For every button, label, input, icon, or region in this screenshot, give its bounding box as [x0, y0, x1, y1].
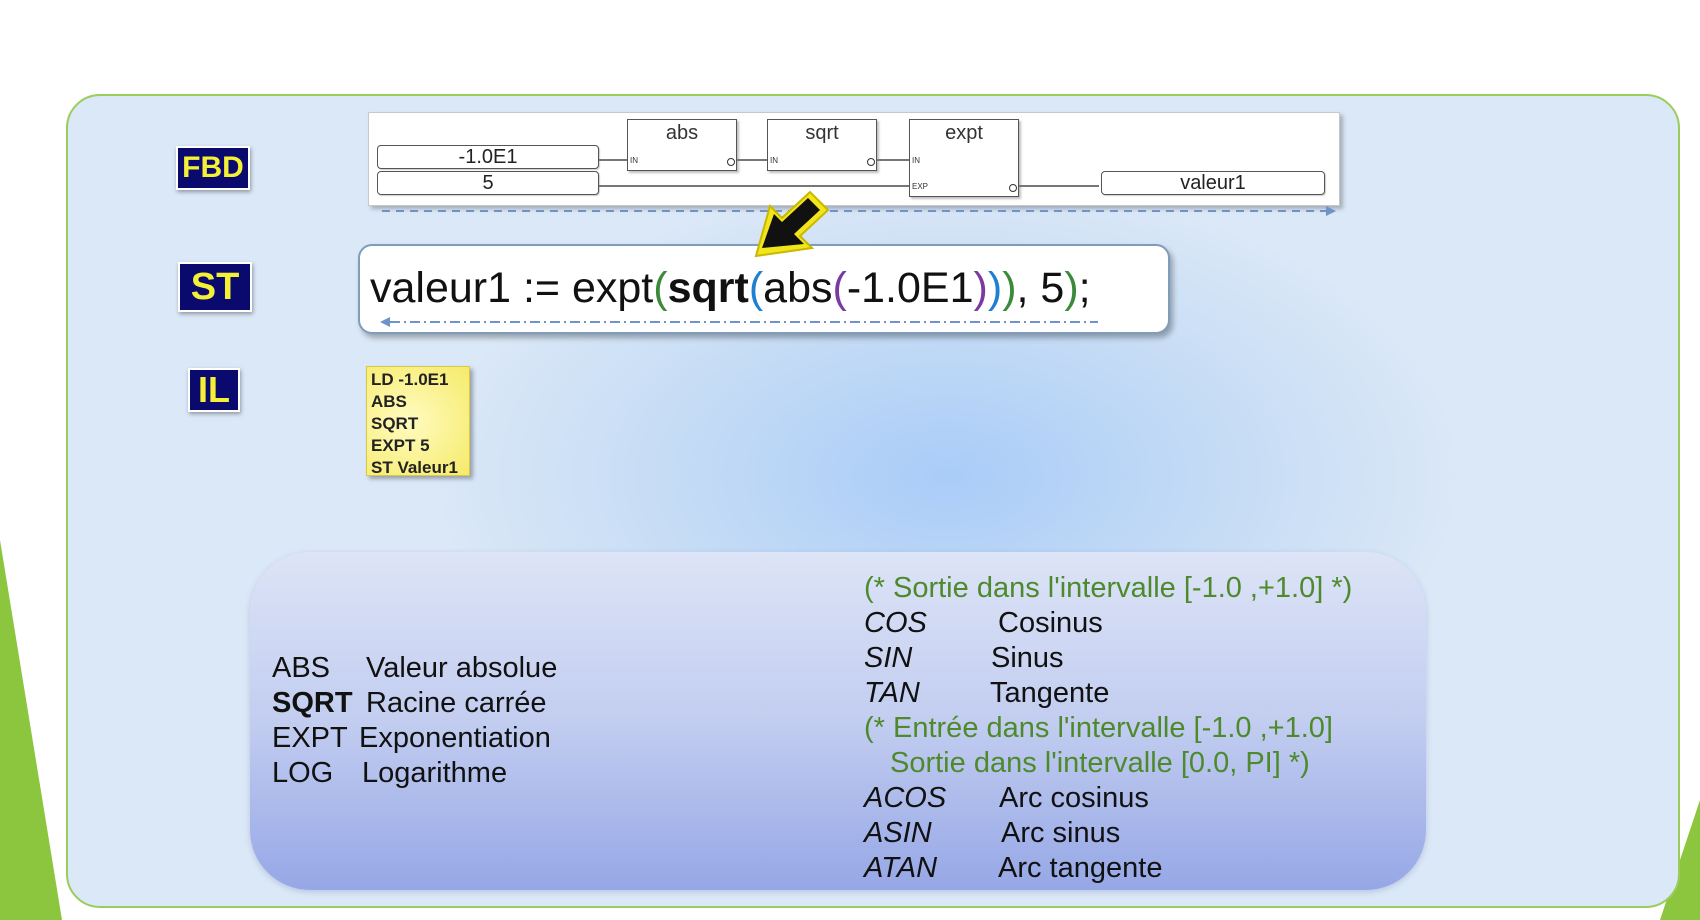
- fbd-flow-arrow: [382, 206, 1336, 216]
- slide-panel: FBD ST IL -1.0E1 5 abs IN sqrt IN expt I…: [66, 94, 1680, 908]
- function-row-asin: ASIN Arc sinus: [864, 817, 1120, 850]
- wire: [877, 159, 909, 161]
- st-label: ST: [178, 262, 252, 312]
- st-code-line: valeur1 := expt(sqrt(abs(-1.0E1))), 5);: [370, 264, 1091, 313]
- function-name: EXPT: [272, 722, 348, 754]
- function-row-sin: SIN Sinus: [864, 642, 1064, 675]
- function-desc: Sinus: [991, 642, 1064, 674]
- il-line: SQRT: [371, 414, 419, 433]
- function-name: ACOS: [864, 782, 947, 814]
- function-desc: Cosinus: [998, 607, 1103, 639]
- function-name: TAN: [864, 677, 920, 709]
- il-line: EXPT 5: [371, 436, 430, 455]
- functions-panel: ABS Valeur absolue SQRT Racine carrée EXPT…: [250, 552, 1426, 890]
- wire: [599, 185, 889, 187]
- st-token: sqrt: [667, 264, 749, 312]
- il-line: ABS: [371, 392, 407, 411]
- st-token: ): [1064, 264, 1079, 312]
- il-label: IL: [188, 368, 240, 412]
- comment-output-range-pi: Sortie dans l'intervalle [0.0, PI] *): [890, 747, 1310, 779]
- fbd-input-2: 5: [377, 171, 599, 195]
- st-token: (: [653, 264, 668, 312]
- st-token: ): [987, 264, 1003, 312]
- fbd-block-name: sqrt: [805, 122, 839, 144]
- st-token: valeur1 := expt: [370, 264, 654, 312]
- function-row-atan: ATAN Arc tangente: [864, 852, 1162, 885]
- fbd-block-sqrt: sqrt IN: [767, 119, 877, 171]
- st-token: ;: [1078, 264, 1091, 312]
- output-pin: [727, 158, 735, 166]
- st-flow-arrow: [380, 317, 1098, 327]
- function-name: ABS: [272, 652, 331, 684]
- wire: [737, 159, 767, 161]
- fbd-output: valeur1: [1101, 171, 1325, 195]
- function-row-sqrt: SQRT Racine carrée: [272, 687, 547, 720]
- wire: [599, 159, 627, 161]
- fbd-input-1: -1.0E1: [377, 145, 599, 169]
- function-row-acos: ACOS Arc cosinus: [864, 782, 1149, 815]
- pin-label: IN: [770, 156, 778, 165]
- function-desc: Arc tangente: [998, 852, 1163, 884]
- comment-input-range: (* Entrée dans l'intervalle [-1.0 ,+1.0]: [864, 712, 1333, 744]
- function-name: LOG: [272, 757, 334, 789]
- function-name: SQRT: [272, 687, 353, 719]
- function-desc: Tangente: [990, 677, 1110, 709]
- function-desc: Valeur absolue: [366, 652, 558, 684]
- wire: [1019, 185, 1099, 187]
- fbd-block-abs: abs IN: [627, 119, 737, 171]
- st-token: ): [973, 264, 988, 312]
- pin-label: EXP: [912, 182, 929, 191]
- st-token: (: [748, 264, 764, 312]
- st-token: , 5: [1016, 264, 1065, 312]
- fbd-diagram: -1.0E1 5 abs IN sqrt IN expt IN EXP vale…: [368, 112, 1340, 206]
- function-row-expt: EXPT Exponentiation: [272, 722, 551, 755]
- wire: [889, 185, 909, 187]
- fbd-block-name: abs: [665, 122, 699, 144]
- il-line: ST Valeur1: [371, 458, 458, 477]
- pointer-arrow-icon: [754, 190, 830, 258]
- function-name: COS: [864, 607, 927, 639]
- function-name: ATAN: [864, 852, 938, 884]
- function-name: SIN: [864, 642, 913, 674]
- il-code-box: LD -1.0E1 ABS SQRT EXPT 5 ST Valeur1: [366, 366, 470, 477]
- function-name: ASIN: [864, 817, 932, 849]
- function-desc: Arc sinus: [1001, 817, 1121, 849]
- left-green-triangle: [0, 540, 62, 920]
- il-line: LD -1.0E1: [371, 370, 449, 389]
- st-token: abs: [763, 264, 833, 312]
- st-token: (: [832, 264, 847, 312]
- fbd-block-expt: expt IN EXP: [909, 119, 1019, 197]
- st-token: ): [1002, 264, 1017, 312]
- fbd-label: FBD: [176, 146, 250, 190]
- function-row-cos: COS Cosinus: [864, 607, 1103, 640]
- function-row-abs: ABS Valeur absolue: [272, 652, 557, 685]
- output-pin: [1009, 184, 1017, 192]
- function-desc: Exponentiation: [359, 722, 551, 754]
- function-row-tan: TAN Tangente: [864, 677, 1109, 710]
- function-desc: Racine carrée: [366, 687, 547, 719]
- output-pin: [867, 158, 875, 166]
- pin-label: IN: [912, 156, 920, 165]
- pin-label: IN: [630, 156, 638, 165]
- fbd-block-name: expt: [945, 122, 983, 144]
- function-desc: Arc cosinus: [999, 782, 1149, 814]
- function-desc: Logarithme: [362, 757, 508, 789]
- st-token: -1.0E1: [846, 264, 974, 312]
- comment-output-range: (* Sortie dans l'intervalle [-1.0 ,+1.0]…: [864, 572, 1353, 604]
- function-row-log: LOG Logarithme: [272, 757, 507, 790]
